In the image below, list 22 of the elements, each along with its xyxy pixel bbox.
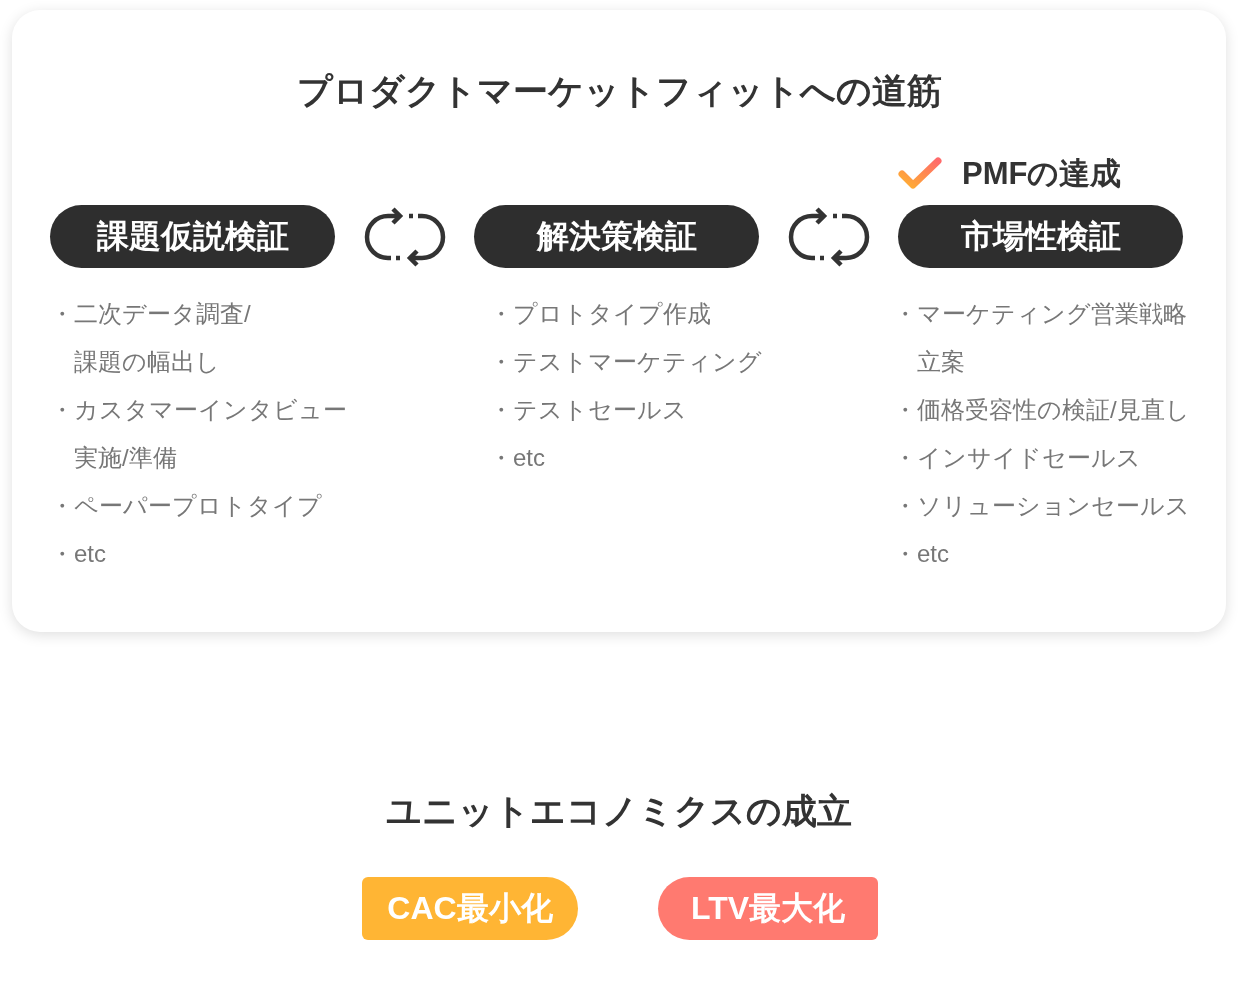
bullet-item: ・ソリューションセールス	[893, 491, 1191, 521]
bullet-item: ・etc	[489, 443, 546, 473]
bullet-item: ・価格受容性の検証/見直し	[893, 395, 1191, 425]
heading: ユニットエコノミクスの成立	[385, 790, 853, 832]
milestone-label: PMFの達成	[962, 155, 1122, 193]
bullet-item: ・カスタマーインタビュー実施/準備	[50, 395, 348, 473]
stage-pill: 市場性検証	[898, 205, 1183, 268]
card-panel	[12, 10, 1226, 632]
metric-badge: LTV最大化	[658, 877, 878, 940]
bullet-item: ・ペーパープロトタイプ	[50, 491, 323, 521]
bullet-item: ・テストマーケティング	[489, 347, 763, 377]
stage-pill: 解決策検証	[474, 205, 759, 268]
bullet-item: ・インサイドセールス	[893, 443, 1142, 473]
bullet-item: ・マーケティング営業戦略立案	[893, 299, 1188, 377]
stage-pill: 課題仮説検証	[50, 205, 335, 268]
bullet-item: ・二次データ調査/課題の幅出し	[50, 299, 252, 377]
title: プロダクトマーケットフィットへの道筋	[295, 70, 943, 112]
metric-badge: CAC最小化	[362, 877, 578, 940]
bullet-item: ・etc	[893, 539, 950, 569]
bullet-item: ・テストセールス	[489, 395, 688, 425]
bullet-item: ・プロトタイプ作成	[489, 299, 712, 329]
bullet-item: ・etc	[50, 539, 107, 569]
